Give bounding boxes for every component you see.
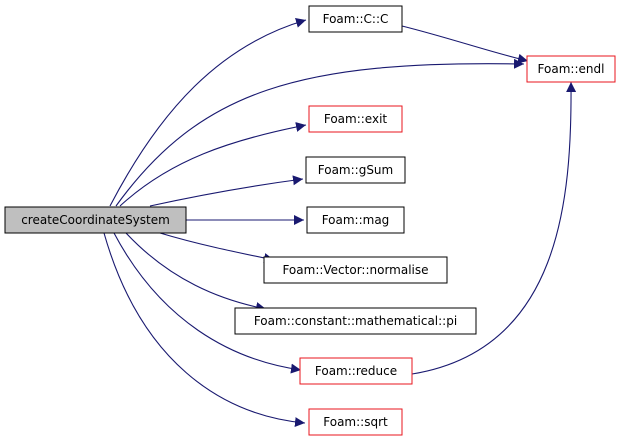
node-label: Foam::mag [322, 213, 390, 227]
node-foam-reduce[interactable]: Foam::reduce [299, 357, 413, 385]
edge-cc-to-endl [401, 25, 529, 64]
node-foam-exit[interactable]: Foam::exit [308, 105, 403, 133]
edge-root-to-exit [119, 122, 307, 207]
edge-reduce-to-endl [411, 81, 577, 375]
node-label: Foam::C::C [323, 12, 389, 26]
node-label: Foam::exit [324, 112, 388, 126]
node-label: Foam::reduce [315, 364, 397, 378]
node-foam-gsum[interactable]: Foam::gSum [305, 156, 406, 184]
node-foam-vector-normalise[interactable]: Foam::Vector::normalise [263, 256, 448, 284]
edge-root-to-sqrt [103, 232, 306, 428]
edge-root-to-gsum [149, 175, 304, 207]
node-label: Foam::constant::mathematical::pi [254, 314, 457, 328]
edge-root-to-reduce [113, 232, 302, 374]
node-foam-constant-mathematical-pi[interactable]: Foam::constant::mathematical::pi [234, 307, 477, 335]
edge-root-to-endl [115, 58, 525, 207]
node-create-coordinate-system[interactable]: createCoordinateSystem [4, 206, 187, 234]
edge-root-to-normalise [159, 232, 275, 263]
node-foam-mag[interactable]: Foam::mag [306, 206, 405, 234]
edge-root-to-pi [125, 232, 267, 312]
node-label: createCoordinateSystem [21, 213, 170, 227]
node-label: Foam::sqrt [323, 415, 388, 429]
edges [103, 17, 577, 428]
node-foam-sqrt[interactable]: Foam::sqrt [308, 408, 403, 436]
node-foam-c-c[interactable]: Foam::C::C [308, 5, 403, 33]
node-foam-endl[interactable]: Foam::endl [526, 55, 616, 83]
node-label: Foam::Vector::normalise [282, 263, 428, 277]
node-label: Foam::gSum [318, 163, 393, 177]
node-label: Foam::endl [538, 62, 605, 76]
edge-root-to-cc [109, 17, 307, 207]
